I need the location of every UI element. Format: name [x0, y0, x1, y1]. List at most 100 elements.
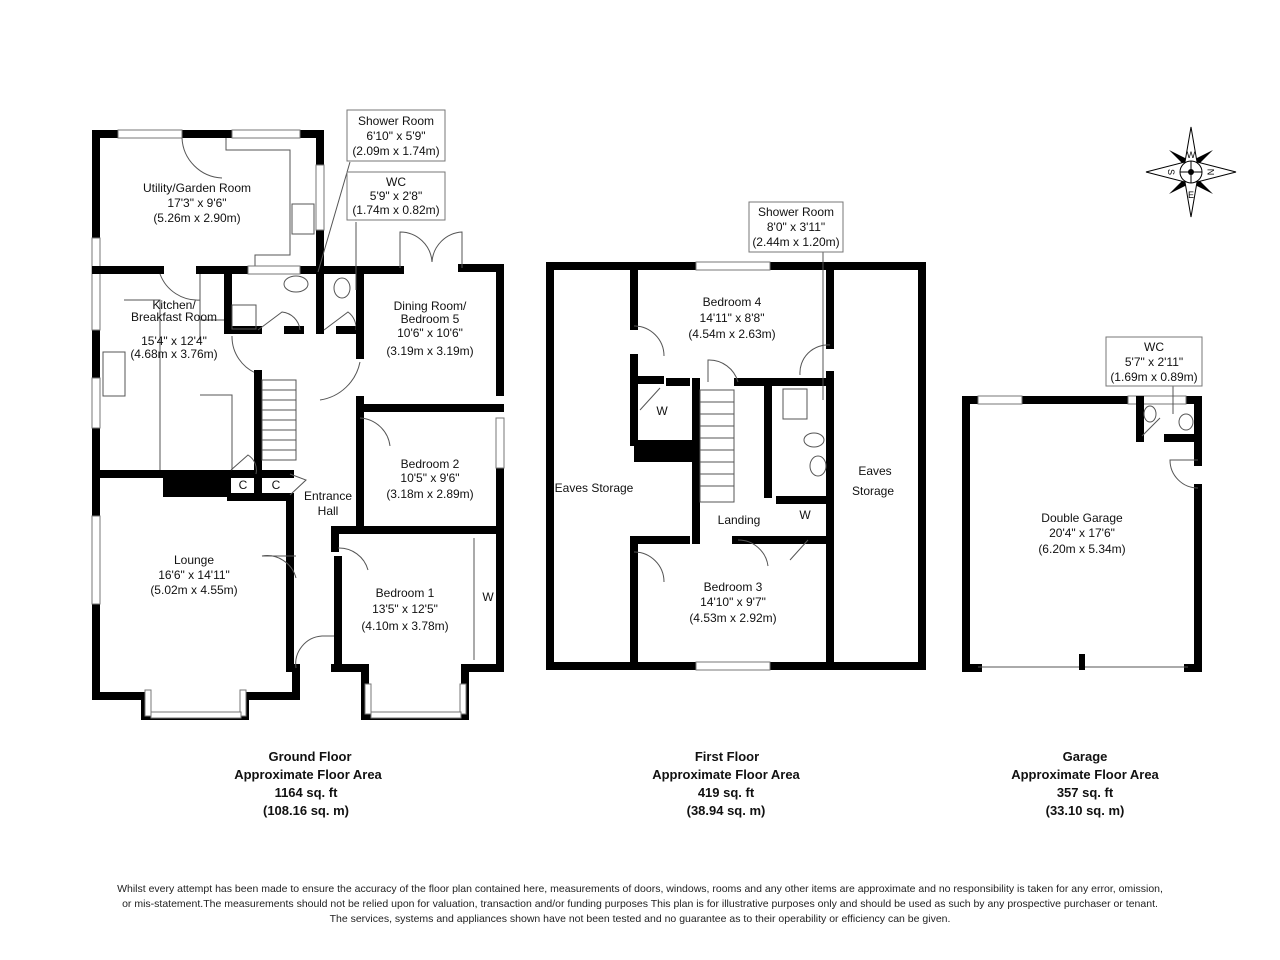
svg-text:Approximate Floor Area: Approximate Floor Area: [652, 767, 800, 782]
caption-first-floor: First Floor Approximate Floor Area 419 s…: [652, 749, 800, 818]
callout-shower-room-first: Shower Room 8'0" x 3'11" (2.44m x 1.20m): [748, 201, 844, 253]
callout-title: Shower Room: [358, 114, 434, 128]
svg-text:Ground Floor: Ground Floor: [268, 749, 351, 764]
svg-text:Approximate Floor Area: Approximate Floor Area: [234, 767, 382, 782]
room-label-double-garage: Double Garage 20'4" x 17'6" (6.20m x 5.3…: [1038, 511, 1125, 556]
svg-text:(5.26m x 2.90m): (5.26m x 2.90m): [153, 211, 240, 225]
svg-text:20'4" x 17'6": 20'4" x 17'6": [1049, 526, 1115, 540]
callout-imperial: 6'10" x 5'9": [366, 129, 425, 143]
svg-text:Bedroom 3: Bedroom 3: [704, 580, 763, 594]
svg-text:10'6" x 10'6": 10'6" x 10'6": [397, 326, 463, 340]
svg-text:Lounge: Lounge: [174, 553, 214, 567]
toilet-icon: [803, 432, 825, 448]
compass-north: N: [1206, 169, 1216, 176]
disclaimer: Whilst every attempt has been made to en…: [60, 882, 1220, 927]
svg-text:(3.19m x 3.19m): (3.19m x 3.19m): [386, 344, 473, 358]
room-label-eaves-storage-right: Eaves: [858, 464, 891, 478]
svg-text:(5.02m x 4.55m): (5.02m x 4.55m): [150, 583, 237, 597]
svg-text:Garage: Garage: [1063, 749, 1108, 764]
svg-text:Dining Room/: Dining Room/: [394, 299, 467, 313]
svg-text:(6.20m x 5.34m): (6.20m x 5.34m): [1038, 542, 1125, 556]
cupboard-label: C: [239, 478, 248, 492]
room-label-utility: Utility/Garden Room 17'3" x 9'6" (5.26m …: [143, 181, 251, 225]
room-label-eaves-storage-left: Eaves Storage: [555, 481, 634, 495]
staircase-icon: [699, 389, 735, 503]
svg-text:10'5" x 9'6": 10'5" x 9'6": [400, 471, 459, 485]
svg-text:(4.10m x 3.78m): (4.10m x 3.78m): [361, 619, 448, 633]
svg-text:(3.18m x 2.89m): (3.18m x 2.89m): [386, 487, 473, 501]
disclaimer-line: Whilst every attempt has been made to en…: [117, 883, 1163, 895]
basin-icon: [283, 275, 309, 293]
svg-text:(1.69m x 0.89m): (1.69m x 0.89m): [1110, 370, 1197, 384]
svg-text:Entrance: Entrance: [304, 489, 352, 503]
disclaimer-line: The services, systems and appliances sho…: [329, 913, 951, 925]
svg-text:W: W: [482, 590, 494, 604]
svg-text:(4.53m x 2.92m): (4.53m x 2.92m): [689, 611, 776, 625]
compass-rose-icon: W E S N: [1145, 126, 1237, 218]
toilet-icon: [1178, 413, 1194, 431]
svg-text:14'11" x 8'8": 14'11" x 8'8": [700, 311, 765, 325]
svg-text:Shower Room: Shower Room: [758, 205, 834, 219]
svg-text:First Floor: First Floor: [695, 749, 759, 764]
svg-text:Hall: Hall: [318, 504, 339, 518]
svg-text:Double Garage: Double Garage: [1041, 511, 1123, 525]
svg-text:357 sq. ft: 357 sq. ft: [1057, 785, 1114, 800]
svg-text:(2.44m x 1.20m): (2.44m x 1.20m): [752, 235, 839, 249]
cupboard-label: C: [272, 478, 281, 492]
svg-text:5'7" x 2'11": 5'7" x 2'11": [1125, 355, 1183, 369]
toilet-icon: [333, 277, 351, 299]
chimney-breast: [634, 440, 692, 462]
shower-tray-icon: [782, 388, 808, 420]
basin-icon: [1143, 405, 1157, 423]
room-label-bedroom-4: Bedroom 4 14'11" x 8'8" (4.54m x 2.63m): [688, 295, 775, 341]
basin-icon: [809, 455, 827, 477]
callout-wc-garage: WC 5'7" x 2'11" (1.69m x 0.89m): [1105, 336, 1203, 387]
svg-text:Kitchen/: Kitchen/: [152, 298, 196, 312]
room-label-bedroom-2: Bedroom 2 10'5" x 9'6" (3.18m x 2.89m): [386, 457, 473, 501]
callout-shower-room-ground: Shower Room 6'10" x 5'9" (2.09m x 1.74m): [346, 109, 446, 162]
shower-tray-icon: [231, 304, 257, 330]
first-floor-plan: [546, 249, 926, 671]
compass-west: W: [1187, 150, 1196, 160]
caption-garage: Garage Approximate Floor Area 357 sq. ft…: [1011, 749, 1159, 818]
svg-text:Utility/Garden Room: Utility/Garden Room: [143, 181, 251, 195]
svg-text:419 sq. ft: 419 sq. ft: [698, 785, 755, 800]
wardrobe-label: W: [656, 404, 668, 418]
svg-text:1164 sq. ft: 1164 sq. ft: [275, 785, 339, 800]
callout-title: WC: [386, 175, 406, 189]
svg-text:Breakfast Room: Breakfast Room: [131, 310, 217, 324]
svg-text:Bedroom 1: Bedroom 1: [376, 586, 435, 600]
svg-text:14'10" x 9'7": 14'10" x 9'7": [700, 595, 766, 609]
svg-text:(33.10 sq. m): (33.10 sq. m): [1046, 803, 1125, 818]
svg-text:Bedroom 5: Bedroom 5: [401, 312, 460, 326]
chimney-breast: [163, 472, 231, 497]
compass-east: E: [1188, 190, 1194, 200]
callout-metric: (2.09m x 1.74m): [352, 144, 439, 158]
svg-text:Bedroom 2: Bedroom 2: [401, 457, 460, 471]
disclaimer-line: or mis-statement.The measurements should…: [122, 898, 1158, 910]
wardrobe-label: W: [799, 508, 811, 522]
svg-text:17'3" x 9'6": 17'3" x 9'6": [167, 196, 226, 210]
room-label-eaves-storage-right: Storage: [852, 484, 894, 498]
compass-south: S: [1166, 169, 1176, 175]
garage-plan: [962, 386, 1202, 672]
svg-text:Bedroom 4: Bedroom 4: [703, 295, 762, 309]
room-label-dining: Dining Room/ Bedroom 5 10'6" x 10'6" (3.…: [386, 299, 473, 358]
utility-sink-icon: [291, 203, 315, 235]
kitchen-sink-icon: [102, 351, 126, 397]
svg-text:(4.68m x 3.76m): (4.68m x 3.76m): [130, 347, 217, 361]
room-label-kitchen: Kitchen/ Breakfast Room 15'4" x 12'4" (4…: [130, 298, 217, 361]
callout-imperial: 5'9" x 2'8": [370, 189, 422, 203]
room-label-hall: Entrance Hall: [304, 489, 352, 518]
svg-text:8'0" x 3'11": 8'0" x 3'11": [767, 220, 825, 234]
callout-metric: (1.74m x 0.82m): [352, 203, 439, 217]
svg-text:(4.54m x 2.63m): (4.54m x 2.63m): [688, 327, 775, 341]
svg-text:Approximate Floor Area: Approximate Floor Area: [1011, 767, 1159, 782]
room-label-bedroom-3: Bedroom 3 14'10" x 9'7" (4.53m x 2.92m): [689, 580, 776, 625]
svg-text:(108.16 sq. m): (108.16 sq. m): [263, 803, 349, 818]
callout-wc-ground: WC 5'9" x 2'8" (1.74m x 0.82m): [346, 171, 446, 221]
svg-text:13'5" x 12'5": 13'5" x 12'5": [372, 602, 438, 616]
svg-text:15'4" x 12'4": 15'4" x 12'4": [141, 334, 207, 348]
caption-ground-floor: Ground Floor Approximate Floor Area 1164…: [234, 749, 382, 818]
svg-text:16'6" x 14'11": 16'6" x 14'11": [158, 568, 230, 582]
